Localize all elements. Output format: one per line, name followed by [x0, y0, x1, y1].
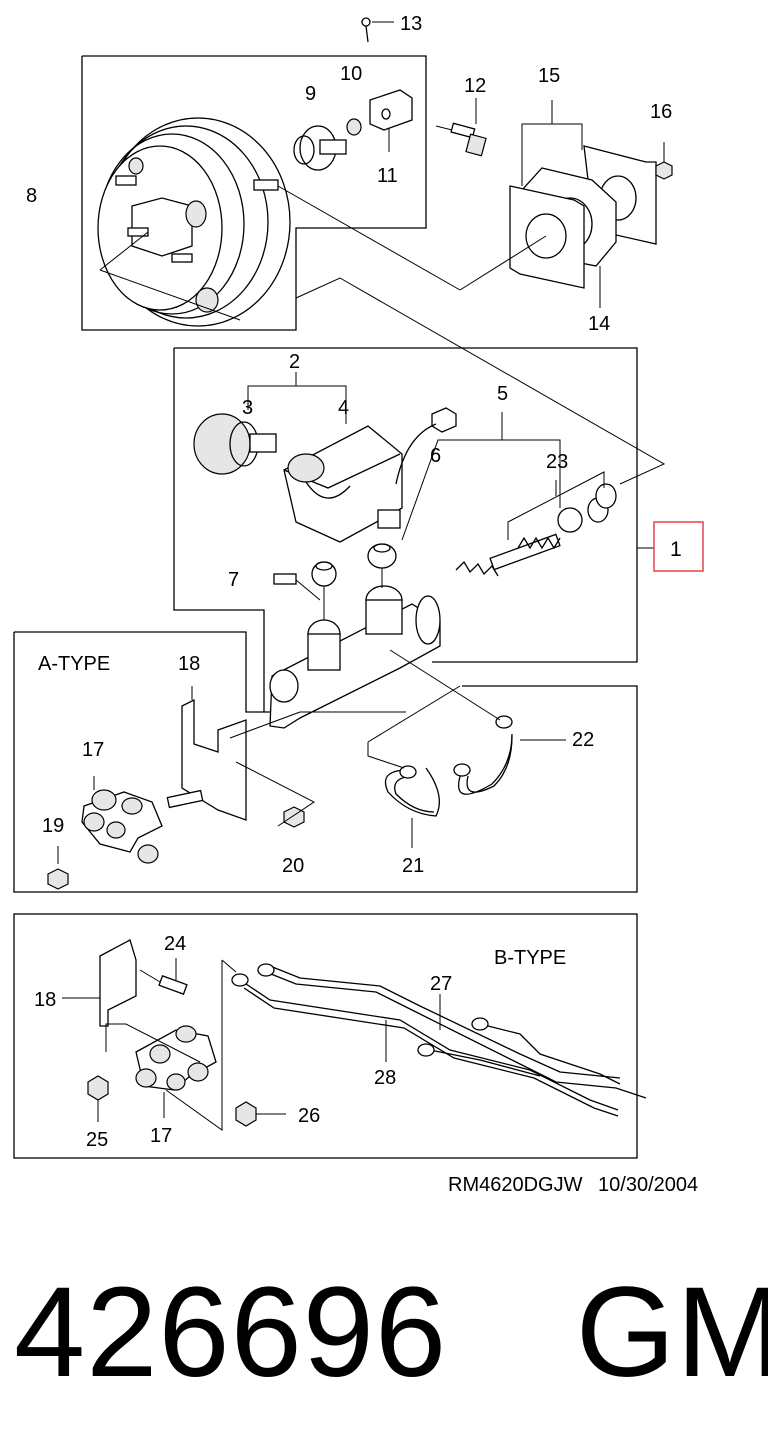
b-type-parts	[62, 939, 647, 1131]
callout-13: 13	[400, 13, 422, 35]
clip-13	[361, 17, 394, 43]
callout-24: 24	[164, 933, 186, 955]
callout-5: 5	[497, 383, 508, 405]
callout-4: 4	[338, 397, 349, 419]
callout-11: 11	[377, 165, 398, 187]
callout-8: 8	[26, 185, 37, 207]
callout-9: 9	[305, 83, 316, 105]
part-number: 426696	[14, 1261, 448, 1404]
part-brand: GM	[575, 1261, 768, 1404]
callout-27: 27	[430, 973, 452, 995]
callout-14: 14	[588, 313, 610, 335]
master-cylinder-body	[269, 568, 441, 729]
drawing-date: 10/30/2004	[598, 1174, 699, 1196]
callout-17-a: 17	[82, 739, 104, 761]
drawing-code: RM4620DGJW	[448, 1174, 583, 1196]
gasket-parts	[459, 100, 673, 308]
clevis-parts	[293, 89, 413, 171]
callout-26: 26	[298, 1105, 320, 1127]
callout-22: 22	[572, 729, 594, 751]
a-type-frame	[13, 631, 638, 893]
callout-17-b: 17	[150, 1125, 172, 1147]
callout-20: 20	[282, 855, 304, 877]
reservoir-assembly	[193, 372, 457, 543]
callout-3: 3	[242, 397, 253, 419]
callout-25: 25	[86, 1129, 108, 1151]
brake-booster	[97, 117, 461, 327]
callout-18-b: 18	[34, 989, 56, 1011]
callout-19: 19	[42, 815, 64, 837]
drawing-reference: RM4620DGJW 10/30/2004	[448, 1174, 698, 1197]
callout-12: 12	[464, 75, 486, 97]
a-type-parts	[47, 649, 566, 890]
callout-7: 7	[228, 569, 239, 591]
callout-1: 1	[670, 538, 682, 561]
part-identifier: 426696 GM	[14, 1268, 768, 1398]
callout-18-a: 18	[178, 653, 200, 675]
callout-21: 21	[402, 855, 424, 877]
b-type-title: B-TYPE	[494, 947, 566, 969]
internal-parts	[273, 412, 617, 601]
callout-10: 10	[340, 63, 362, 85]
callout-6: 6	[430, 445, 441, 467]
callout-2: 2	[289, 351, 300, 373]
callout-15: 15	[538, 65, 560, 87]
callout-28: 28	[374, 1067, 396, 1089]
a-type-title: A-TYPE	[38, 653, 110, 675]
callout-23: 23	[546, 451, 568, 473]
callout-16: 16	[650, 101, 672, 123]
highlight-box	[653, 521, 704, 572]
b-type-frame	[13, 913, 638, 1159]
pin-12	[435, 98, 487, 157]
booster-frame	[81, 55, 427, 331]
